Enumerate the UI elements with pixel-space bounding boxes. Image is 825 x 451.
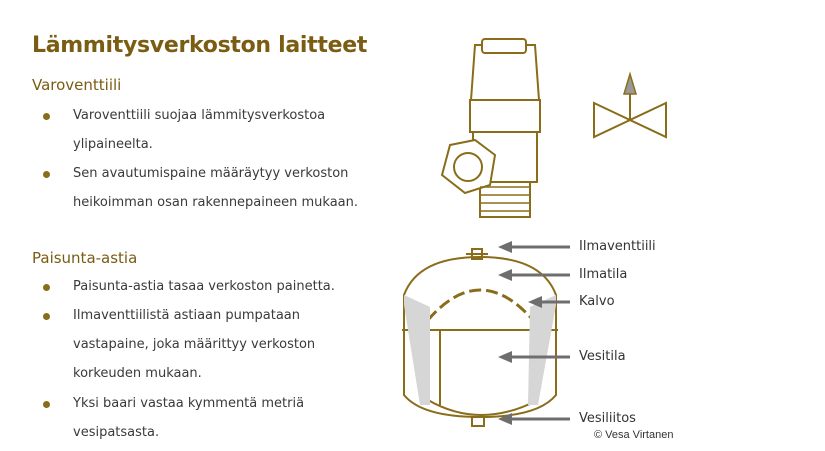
- text-line: Sen avautumispaine määräytyy verkoston: [73, 166, 349, 181]
- label-ilmaventtiili: Ilmaventtiili: [579, 239, 656, 254]
- safety-valve-illustration: [440, 38, 541, 218]
- slide-title: Lämmitysverkoston laitteet: [32, 33, 368, 58]
- heading-varoventtiili: Varoventtiili: [32, 76, 122, 94]
- safety-valve-symbol: [593, 71, 667, 139]
- text-line: vastapaine, joka määrittyy verkoston: [73, 337, 316, 352]
- bullet-icon: [43, 284, 50, 291]
- text-line: heikoimman osan rakennepaineen mukaan.: [73, 195, 359, 210]
- text-line: Yksi baari vastaa kymmentä metriä: [73, 396, 305, 411]
- label-vesitila: Vesitila: [579, 349, 626, 364]
- heading-paisunta-astia: Paisunta-astia: [32, 249, 138, 267]
- bullet-icon: [43, 171, 50, 178]
- label-vesiliitos: Vesiliitos: [579, 411, 636, 426]
- expansion-tank-illustration: [402, 248, 558, 427]
- text-line: vesipatsasta.: [73, 425, 160, 440]
- bullet-icon: [43, 313, 50, 320]
- text-line: Paisunta-astia tasaa verkoston painetta.: [73, 279, 335, 294]
- copyright: © Vesa Virtanen: [594, 429, 674, 441]
- text-line: Varoventtiili suojaa lämmitysverkostoa: [73, 108, 326, 123]
- label-arrows: [498, 241, 570, 425]
- text-line: korkeuden mukaan.: [73, 366, 202, 381]
- label-ilmatila: Ilmatila: [579, 267, 628, 282]
- bullet-icon: [43, 113, 50, 120]
- label-kalvo: Kalvo: [579, 294, 615, 309]
- text-line: Ilmaventtiilistä astiaan pumpataan: [73, 308, 301, 323]
- text-line: ylipaineelta.: [73, 137, 153, 152]
- bullet-icon: [43, 401, 50, 408]
